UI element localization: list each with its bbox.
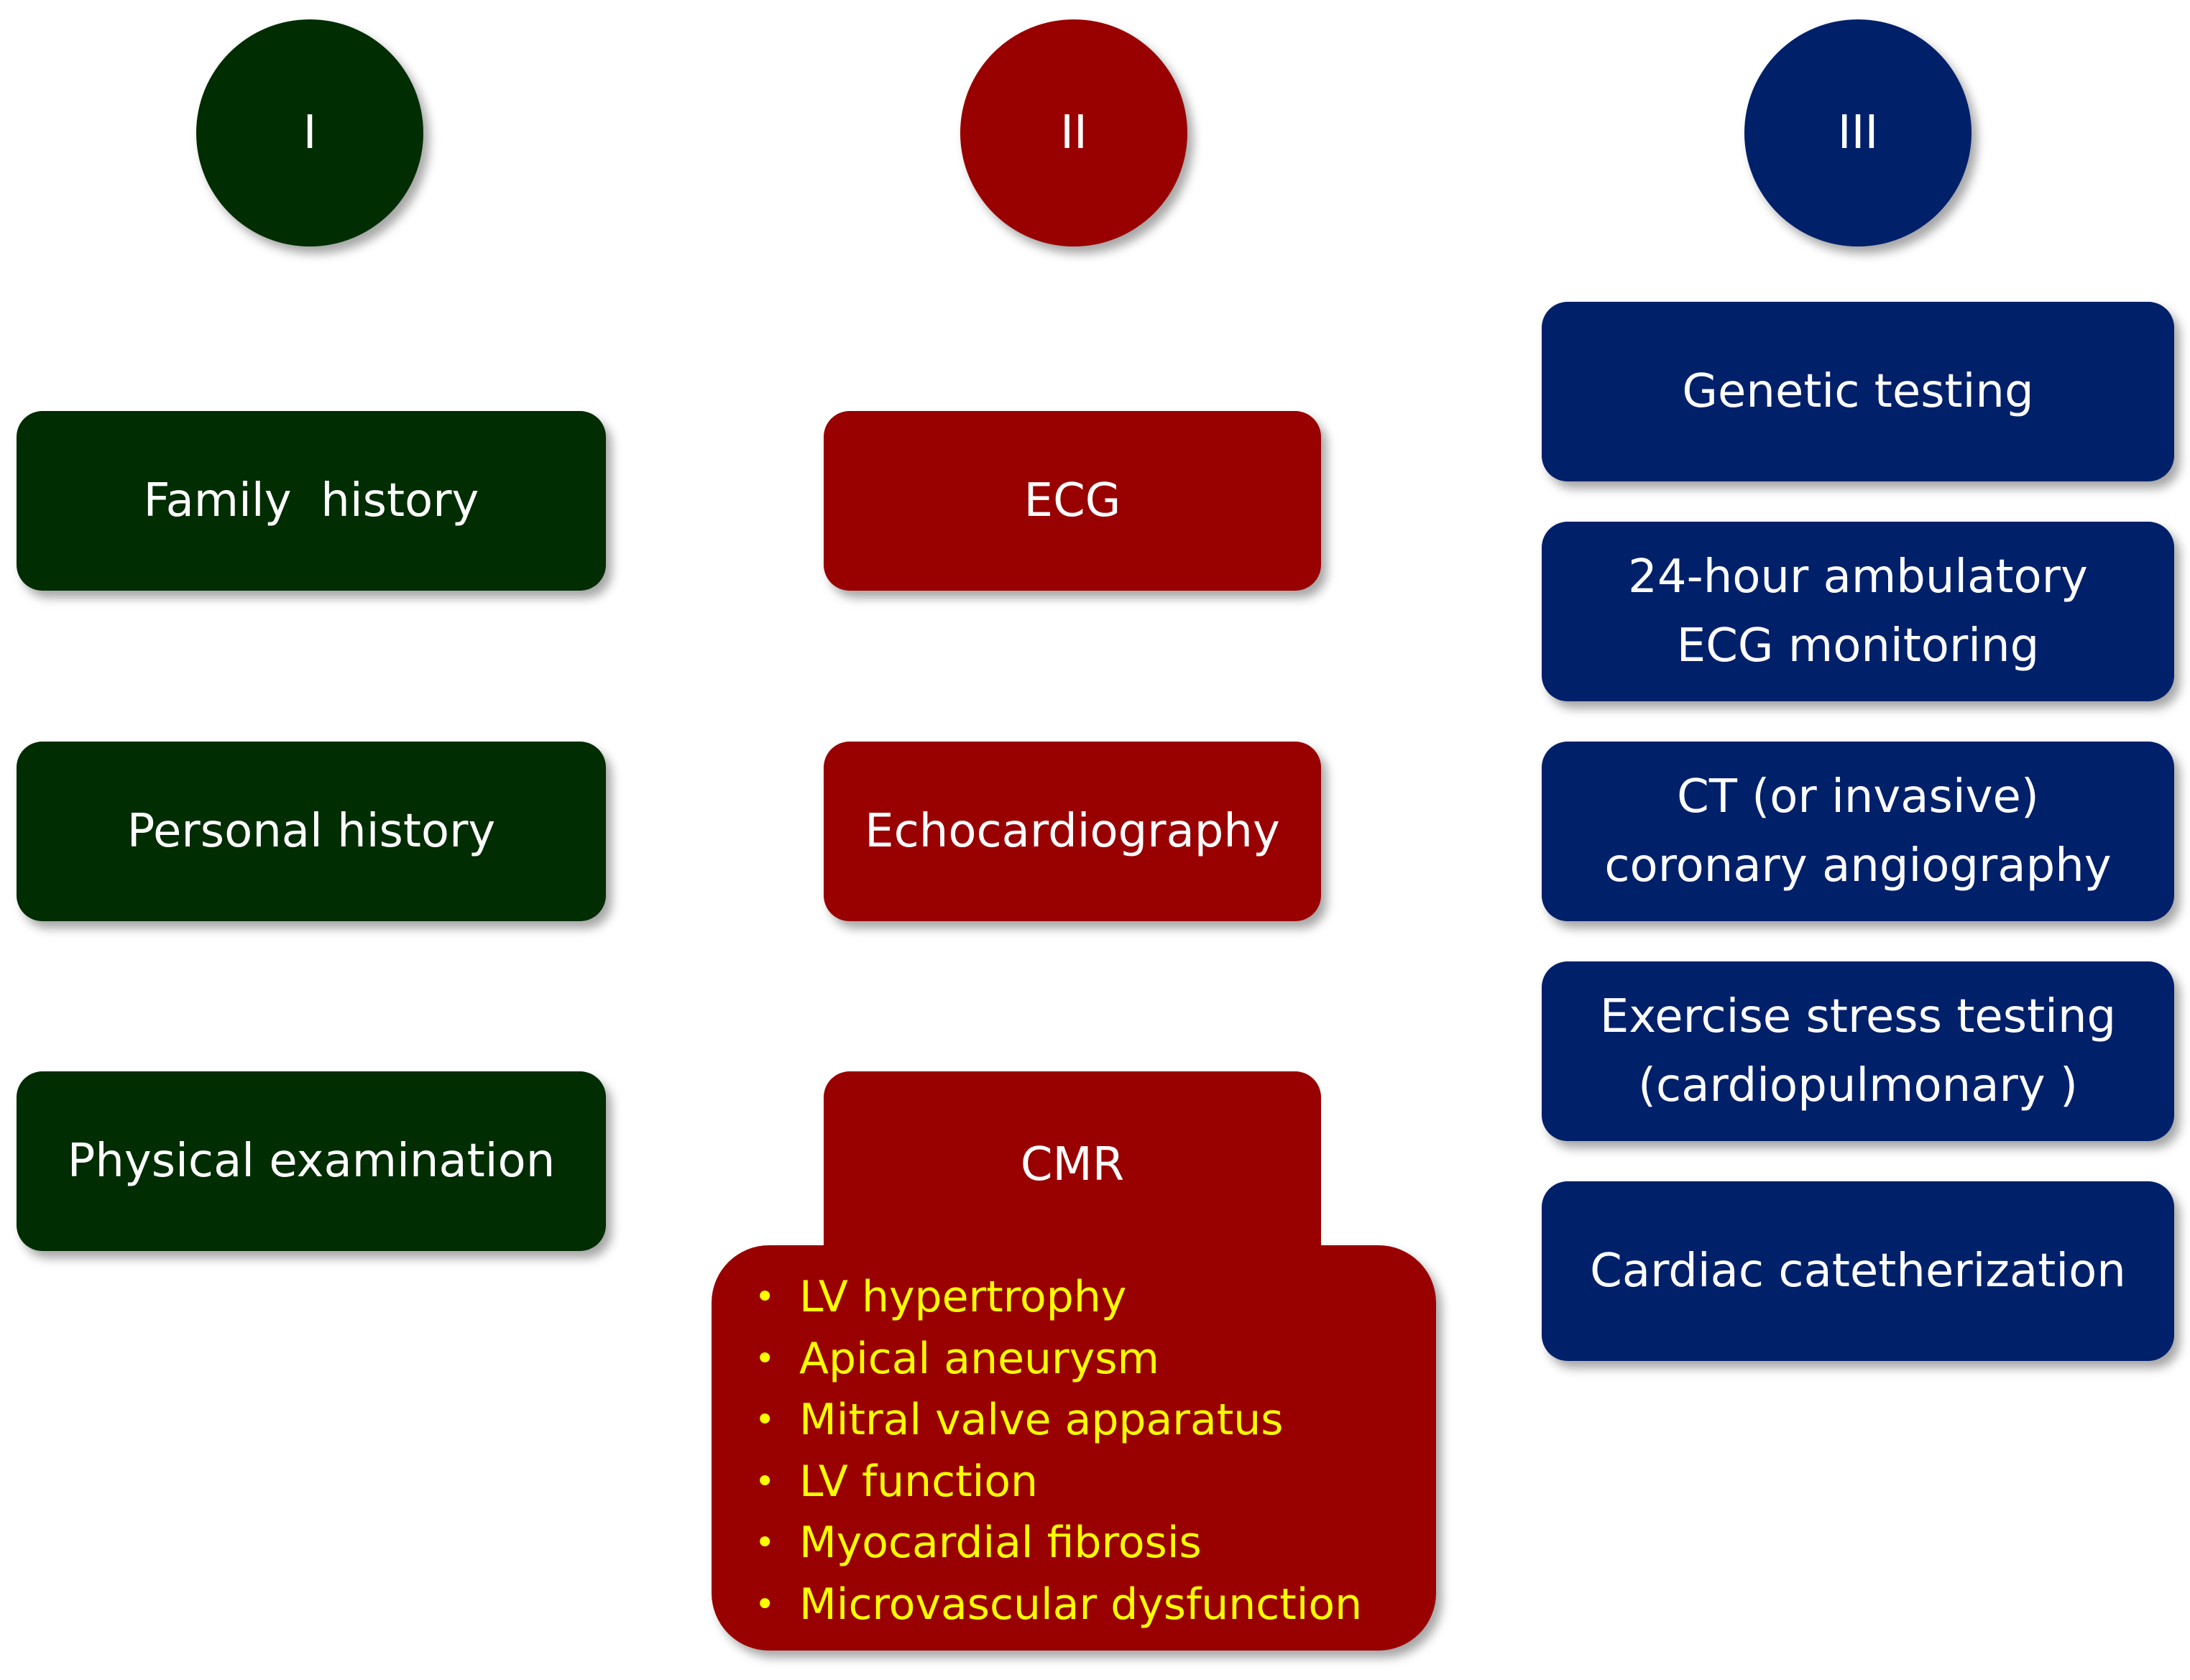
step-circle-3: III (1744, 19, 1972, 246)
bullet-icon: • (755, 1400, 776, 1440)
bullet-icon: • (755, 1584, 776, 1625)
personal-history-box: Personal history (17, 742, 606, 921)
ambulatory-ecg-box: 24-hour ambulatory ECG monitoring (1542, 522, 2174, 701)
step-numeral: II (1060, 106, 1087, 160)
box-label: Cardiac catetherization (1590, 1245, 2126, 1298)
cmr-findings-box: •LV hypertrophy •Apical aneurysm •Mitral… (712, 1245, 1436, 1651)
box-label-line-1: 24-hour ambulatory (1628, 550, 2088, 604)
bullet-icon: • (755, 1523, 776, 1563)
box-label-line-2: coronary angiography (1604, 839, 2112, 892)
genetic-testing-box: Genetic testing (1542, 302, 2174, 481)
list-item: •Apical aneurysm (712, 1329, 1436, 1390)
list-item: •Myocardial fibrosis (712, 1513, 1436, 1574)
box-label: Echocardiography (865, 805, 1280, 858)
step-numeral: I (303, 106, 317, 160)
list-item: •Microvascular dysfunction (712, 1574, 1436, 1636)
box-label: Genetic testing (1682, 365, 2034, 418)
box-label-line-2: (cardiopulmonary ) (1638, 1059, 2078, 1112)
physical-examination-box: Physical examination (17, 1071, 606, 1251)
step-circle-2: II (960, 19, 1187, 246)
box-label: Family history (143, 474, 479, 527)
box-label: CMR (1020, 1138, 1125, 1191)
step-numeral: III (1837, 106, 1879, 160)
list-item: •Mitral valve apparatus (712, 1390, 1436, 1451)
box-label: Physical examination (67, 1135, 556, 1188)
cmr-findings-list: •LV hypertrophy •Apical aneurysm •Mitral… (712, 1267, 1436, 1635)
bullet-icon: • (755, 1338, 776, 1379)
exercise-stress-testing-box: Exercise stress testing (cardiopulmonary… (1542, 961, 2174, 1141)
ecg-box: ECG (824, 411, 1321, 591)
cmr-box: CMR (824, 1071, 1321, 1258)
coronary-angiography-box: CT (or invasive) coronary angiography (1542, 742, 2174, 921)
bullet-icon: • (755, 1277, 776, 1317)
cardiac-catheterization-box: Cardiac catetherization (1542, 1181, 2174, 1361)
bullet-icon: • (755, 1461, 776, 1502)
box-label-line-2: ECG monitoring (1676, 619, 2040, 673)
echocardiography-box: Echocardiography (824, 742, 1321, 921)
box-label: ECG (1023, 474, 1121, 527)
step-circle-1: I (196, 19, 423, 246)
box-label: Personal history (126, 805, 496, 858)
box-label-line-1: CT (or invasive) (1677, 770, 2039, 823)
list-item: •LV hypertrophy (712, 1267, 1436, 1329)
box-label-line-1: Exercise stress testing (1599, 990, 2117, 1043)
family-history-box: Family history (17, 411, 606, 591)
list-item: •LV function (712, 1451, 1436, 1513)
